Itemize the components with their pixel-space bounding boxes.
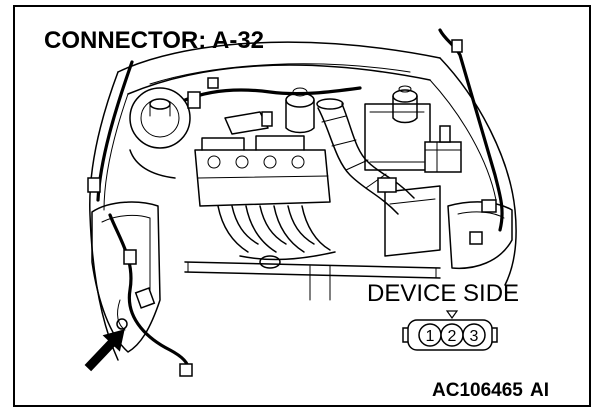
connector-a32-location — [116, 287, 156, 330]
air-intake-hose — [316, 98, 415, 215]
wiring-harness-top — [183, 77, 362, 127]
figure-code: AC106465 — [432, 380, 523, 401]
connector-pin-3 — [462, 323, 486, 347]
radiator-support — [184, 261, 441, 301]
strut-tower-left — [129, 87, 191, 179]
relay-box — [424, 125, 462, 173]
wiring-harness-left — [87, 60, 193, 377]
hood-outline — [117, 41, 441, 95]
left-headlamp — [91, 201, 161, 353]
right-fender — [429, 57, 517, 286]
pin-1-marker-icon — [445, 310, 459, 320]
pin-2-label: 2 — [448, 328, 457, 345]
figure-title: CONNECTOR: A-32 — [44, 27, 264, 54]
pin-1-label: 1 — [426, 328, 435, 345]
engine-compartment-drawing — [84, 28, 517, 377]
pin-3-label: 3 — [470, 328, 479, 345]
left-fender — [89, 71, 129, 361]
location-arrow — [84, 329, 125, 372]
figure-code-suffix: AI — [530, 380, 549, 401]
battery-tray — [377, 177, 441, 257]
device-side-label: DEVICE SIDE — [367, 280, 519, 307]
engine-block — [194, 111, 331, 207]
intake-manifold — [217, 205, 336, 269]
wiring-harness-right — [438, 28, 504, 245]
reservoir-right — [392, 85, 418, 124]
connector-face-view: 1 2 3 — [402, 310, 498, 351]
